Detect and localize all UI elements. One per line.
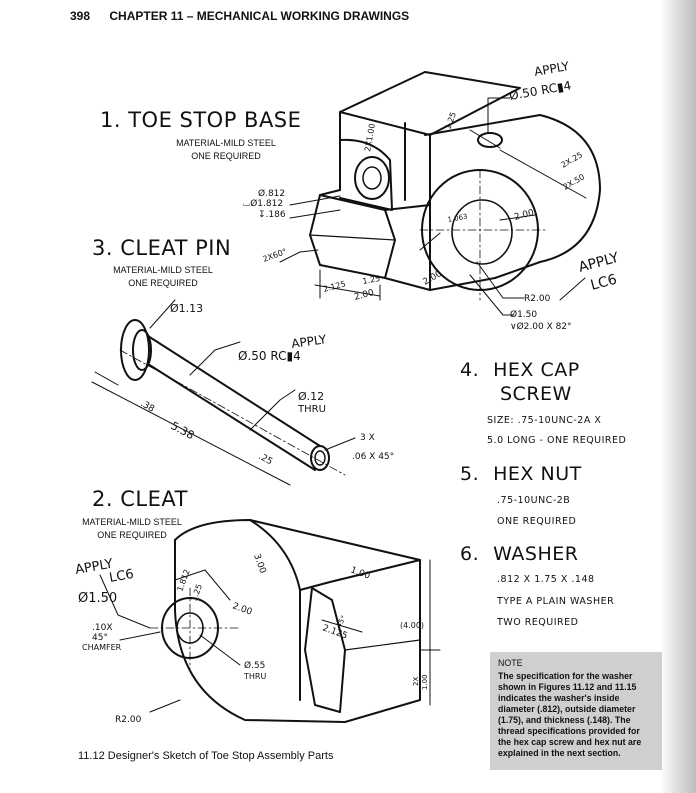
- chapter-title: CHAPTER 11 – MECHANICAL WORKING DRAWINGS: [109, 9, 410, 23]
- pin-apply-spec: Ø.50 RC▮4: [238, 349, 301, 363]
- base-dim-2x50: 2X.50: [562, 172, 587, 191]
- page-edge-shadow: [660, 0, 696, 793]
- base-dim-2x25: 2X.25: [560, 150, 585, 169]
- cleat-dim-2125: 2.125: [321, 623, 349, 641]
- cleat-spec: MATERIAL-MILD STEEL ONE REQUIRED: [70, 516, 194, 542]
- base-csk-spec: ∨Ø2.00 X 82°: [510, 321, 572, 332]
- cleat-dim-300: 3.00: [251, 553, 267, 576]
- base-apply-lc6-b: LC6: [589, 272, 619, 294]
- cleat-dim-100: 1.00: [349, 565, 372, 581]
- base-rc-spec: Ø.50 RC▮4: [508, 78, 572, 103]
- hex-cap-screw-title-line1: HEX CAP: [493, 359, 580, 381]
- toe-stop-base-sketch: [279, 71, 601, 316]
- pin-dim-538: 5.38: [169, 419, 197, 442]
- note-heading: NOTE: [498, 658, 523, 668]
- washer-spec1: .812 X 1.75 X .148: [497, 574, 595, 585]
- cleat-title: 2. CLEAT: [92, 487, 188, 511]
- cleat-pin-quantity: ONE REQUIRED: [128, 278, 198, 288]
- page-number: 398: [70, 9, 91, 23]
- toe-stop-base-quantity: ONE REQUIRED: [191, 151, 261, 161]
- cleat-dim-400: (4.00): [400, 621, 424, 630]
- hex-cap-screw-spec1: SIZE: .75-10UNC-2A X: [487, 415, 602, 426]
- base-hole-depth: ↧.186: [258, 210, 286, 220]
- washer-spec3: TWO REQUIRED: [497, 617, 579, 628]
- cleat-sketch: [99, 519, 441, 723]
- cleat-apply-c: Ø1.50: [78, 591, 117, 606]
- base-dim-r200: R2.00: [524, 294, 551, 304]
- cleat-apply-a: APPLY: [74, 557, 114, 578]
- toe-stop-base-spec: MATERIAL-MILD STEEL ONE REQUIRED: [156, 137, 296, 163]
- cleat-pin-sketch: [91, 299, 356, 486]
- toe-stop-base-title: 1. TOE STOP BASE: [100, 108, 302, 132]
- pin-chamfer-b: .06 X 45°: [352, 452, 394, 462]
- cleat-dim-2x100: 1.00: [421, 674, 429, 690]
- hex-cap-screw-number: 4.: [460, 359, 480, 381]
- pin-apply: APPLY: [290, 332, 327, 351]
- page-header: 398 CHAPTER 11 – MECHANICAL WORKING DRAW…: [70, 9, 409, 23]
- cleat-chamfer-b: 45°: [92, 633, 108, 643]
- cleat-chamfer-a: .10X: [92, 623, 112, 633]
- pin-thru-dia: Ø.12: [298, 390, 324, 403]
- washer-title-text: WASHER: [493, 543, 579, 565]
- base-dim-200b: 2.00: [353, 288, 375, 303]
- cleat-dim-1812: 1.812: [175, 568, 191, 593]
- cleat-dim-r200: R2.00: [115, 715, 142, 725]
- hex-nut-title: 5. HEX NUT: [460, 462, 582, 486]
- washer-spec2: TYPE A PLAIN WASHER: [497, 596, 615, 607]
- hex-nut-spec1: .75-10UNC-2B: [497, 495, 571, 506]
- cleat-chamfer-c: CHAMFER: [82, 643, 122, 652]
- hex-cap-screw-spec2: 5.0 LONG - ONE REQUIRED: [487, 435, 627, 446]
- base-dim-125b: 1.25: [362, 274, 381, 286]
- cleat-dim-200: 2.00: [231, 601, 254, 617]
- hex-nut-title-text: HEX NUT: [493, 463, 582, 485]
- note-text: The specification for the washer shown i…: [498, 671, 642, 758]
- pin-dim-dia113: Ø1.13: [170, 302, 203, 315]
- cleat-pin-title: 3. CLEAT PIN: [92, 236, 232, 260]
- pin-dim-25: .25: [257, 452, 274, 468]
- base-apply-note: APPLY: [533, 59, 571, 79]
- pin-thru: THRU: [297, 404, 326, 415]
- cleat-thru-dia: Ø.55: [244, 660, 265, 671]
- hex-nut-spec2: ONE REQUIRED: [497, 516, 577, 527]
- base-dim-dia150: Ø1.50: [510, 309, 537, 320]
- cleat-apply-b: LC6: [108, 567, 135, 586]
- base-hole-dia: Ø.812: [258, 188, 285, 199]
- figure-caption: 11.12 Designer's Sketch of Toe Stop Asse…: [78, 750, 334, 762]
- pin-dim-38: .38: [139, 399, 157, 415]
- cleat-quantity: ONE REQUIRED: [97, 530, 167, 540]
- note-box: NOTE The specification for the washer sh…: [490, 652, 662, 770]
- hex-cap-screw-title-line2: SCREW: [500, 383, 572, 405]
- pin-chamfer-a: 3 X: [360, 433, 375, 443]
- cleat-material: MATERIAL-MILD STEEL: [82, 517, 182, 527]
- hex-nut-number: 5.: [460, 463, 480, 485]
- base-dim-2x60: 2X60°: [262, 247, 288, 264]
- base-dim-200c: 2.00: [422, 269, 445, 288]
- toe-stop-base-material: MATERIAL-MILD STEEL: [176, 138, 276, 148]
- cleat-pin-spec: MATERIAL-MILD STEEL ONE REQUIRED: [98, 264, 228, 290]
- washer-number: 6.: [460, 543, 480, 565]
- hex-cap-screw-title: 4. HEX CAP SCREW: [460, 358, 580, 406]
- cleat-thru: THRU: [243, 672, 266, 681]
- base-dim-2125: 2.125: [322, 279, 346, 294]
- base-hole-counterbore: ⌴Ø1.812: [243, 198, 283, 209]
- washer-title: 6. WASHER: [460, 542, 578, 566]
- base-dim-200a: 2.00: [513, 208, 535, 223]
- cleat-dim-2x: 2X: [412, 677, 420, 686]
- base-dim-1063: 1.063: [447, 213, 468, 224]
- cleat-pin-material: MATERIAL-MILD STEEL: [113, 265, 213, 275]
